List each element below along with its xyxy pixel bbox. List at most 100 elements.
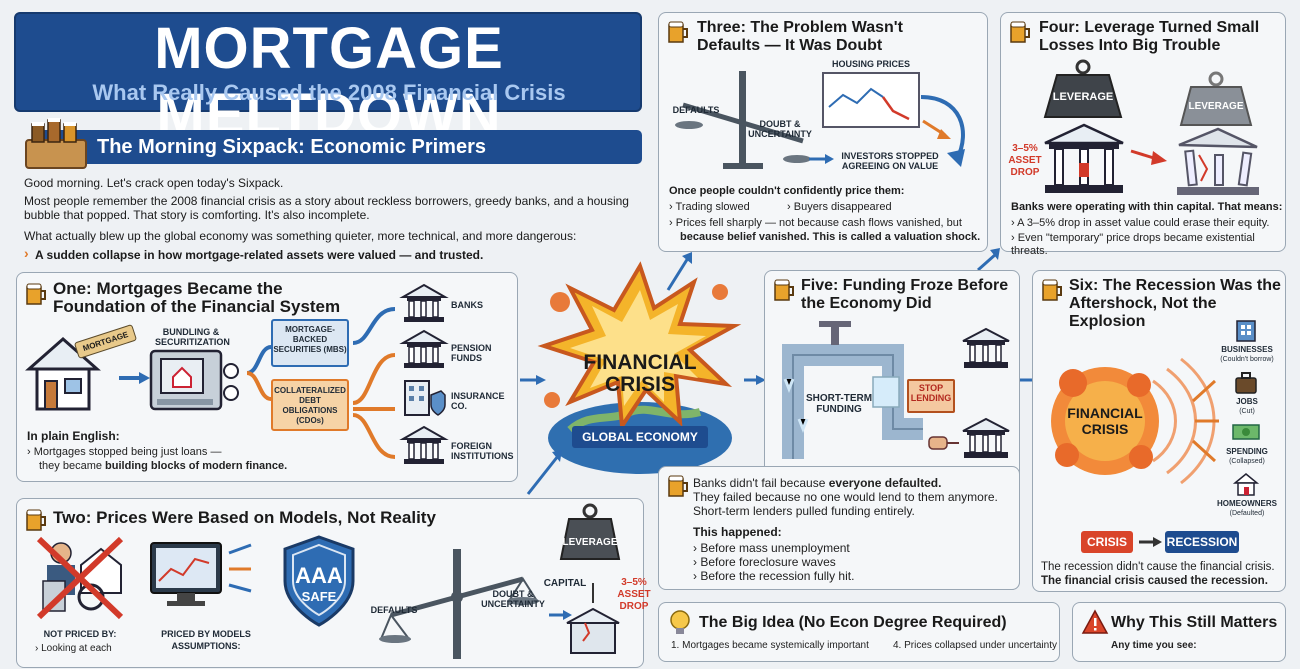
section-banner [40, 130, 642, 164]
five-p1-text: Banks didn't fail because [693, 476, 829, 490]
not-priced-item: › Looking at each [35, 643, 112, 654]
bank-building-icon [962, 327, 1010, 368]
inst-label-banks: BANKS [451, 300, 484, 310]
beer-mug-icon [1010, 21, 1030, 43]
six-item-sub-2: (Cut) [1239, 408, 1255, 415]
three-bullet-2: › Buyers disappeared [787, 201, 892, 213]
panel-one: One: Mortgages Became the Foundation of … [16, 272, 518, 482]
two-doubt-label: DOUBT & UNCERTAINTY [481, 589, 545, 609]
three-bullet-3: › Prices fell sharply — not because cash… [669, 217, 962, 229]
arrow-right-icon [809, 154, 834, 164]
six-item-label-4: HOMEOWNERS [1217, 499, 1277, 508]
three-bullet-1-text: Trading slowed [675, 201, 750, 213]
big-idea-title: The Big Idea (No Econ Degree Required) [699, 614, 1007, 631]
intro-line-1: Good morning. Let's crack open today's S… [24, 176, 284, 190]
plain-english-heading: In plain English: [27, 429, 120, 443]
bullet-one-b: they became building blocks of modern fi… [39, 460, 369, 473]
panel-six: Six: The Recession Was the Aftershock, N… [1032, 270, 1286, 592]
crossed-appraiser-icon [36, 536, 124, 620]
four-bullet-2: › Even "temporary" price drops became ex… [1011, 232, 1255, 257]
panel-four: Four: Leverage Turned Small Losses Into … [1000, 12, 1286, 257]
assumptions-label: ASSUMPTIONS: [171, 641, 241, 651]
short-term-funding-label: SHORT-TERM FUNDING [805, 393, 873, 415]
mbs-label: MORTGAGE-BACKED SECURITIES (MBS) [273, 325, 347, 354]
money-icon [1232, 424, 1260, 440]
six-item-sub-4: (Defaulted) [1229, 510, 1265, 517]
red-arrow-icon [1130, 149, 1167, 165]
pension-building-icon [399, 329, 449, 368]
why-matters-sub: Any time you see: [1111, 640, 1197, 651]
five-happened: This happened: [693, 525, 782, 539]
panel-two-title: Two: Prices Were Based on Models, Not Re… [53, 508, 436, 527]
beer-mug-icon [668, 475, 688, 497]
big-idea-item-4: 4. Prices collapsed under uncertainty [893, 640, 1057, 651]
briefcase-icon [1235, 372, 1257, 394]
beer-mug-icon [26, 283, 46, 305]
five-h1: › Before mass unemployment [693, 541, 850, 555]
five-h1-text: Before mass unemployment [700, 541, 850, 555]
securitization-machine-icon [149, 349, 239, 411]
connector-arrows [520, 248, 1046, 495]
intro-line-3: What actually blew up the global economy… [24, 229, 577, 243]
globe-banner [572, 426, 708, 448]
why-matters-title: Why This Still Matters [1111, 614, 1278, 631]
red-arrow-icon [922, 119, 951, 139]
inst-label-foreign: FOREIGN INSTITUTIONS [451, 441, 514, 461]
panel-one-title: One: Mortgages Became the Foundation of … [53, 279, 341, 316]
five-p1-bold: everyone defaulted. [828, 476, 942, 490]
sixpack-icon [25, 118, 87, 169]
explosion-icon [537, 261, 742, 474]
panel-five-text: Banks didn't fail because everyone defau… [658, 466, 1020, 590]
three-bullet-3-text: Prices fell sharply — not because cash f… [675, 217, 962, 229]
split-arrows-icon [246, 345, 272, 401]
cdo-box [271, 379, 349, 431]
intro-arrow-icon: › [24, 245, 29, 261]
three-bullet-3-bold: because belief vanished. This is called … [680, 231, 981, 243]
aaa-label: AAA [295, 563, 343, 588]
home-icon [1232, 473, 1260, 496]
five-p3: Short-term lenders pulled funding entire… [693, 504, 915, 518]
frozen-pipe-icon [782, 321, 923, 459]
three-lead: Once people couldn't confidently price t… [669, 185, 905, 197]
three-doubt-label: DOUBT & UNCERTAINTY [748, 119, 812, 139]
aftershock-explosion-icon [1051, 357, 1219, 485]
distribution-arrows-icon [352, 307, 396, 459]
arrow-right-icon [119, 372, 150, 384]
cdo-label: COLLATERALIZED DEBT OBLIGATIONS (CDOs) [274, 386, 346, 425]
six-item-sub-3: (Collapsed) [1229, 458, 1265, 465]
panel-three-title: Three: The Problem Wasn't Defaults — It … [697, 19, 903, 54]
intro-line-2: Most people remember the 2008 financial … [24, 194, 629, 222]
priced-models-label: PRICED BY MODELS [161, 629, 251, 639]
four-leverage-gray-label: LEVERAGE [1188, 101, 1244, 112]
cracking-bank-icon [566, 583, 620, 654]
housing-prices-label: HOUSING PRICES [831, 59, 910, 69]
four-bullet-2-text: Even "temporary" price drops became exis… [1011, 232, 1255, 257]
five-h3-text: Before the recession fully hit. [700, 569, 855, 583]
arrow-right-icon [1139, 537, 1162, 547]
three-scale-icon [675, 71, 811, 169]
two-capital-label: CAPITAL [543, 578, 587, 589]
center-crisis-label: FINANCIAL CRISIS [583, 351, 697, 396]
warning-pin-icon [1081, 609, 1109, 634]
bullet-one-a: › Mortgages stopped being just loans — [27, 446, 222, 458]
panel-three: Three: The Problem Wasn't Defaults — It … [658, 12, 988, 252]
beer-mug-icon [26, 509, 46, 531]
bank-building-icon [962, 417, 1010, 458]
panel-big-idea: The Big Idea (No Econ Degree Required) 1… [658, 602, 1060, 662]
aaa-shield-icon [283, 535, 355, 627]
not-priced-item-text: Looking at each [41, 643, 112, 654]
collapsing-bank-icon [1177, 127, 1259, 195]
six-item-sub-1: (Couldn't borrow) [1220, 356, 1274, 363]
title-banner [14, 12, 642, 112]
five-p1: Banks didn't fail because everyone defau… [693, 477, 1013, 490]
bank-building-icon [399, 283, 449, 322]
panel-five-title: Five: Funding Froze Before the Economy D… [801, 277, 1009, 312]
five-p2: They failed because no one would lend to… [693, 490, 998, 504]
panel-two: Two: Prices Were Based on Models, Not Re… [16, 498, 651, 668]
six-caption-1: The recession didn't cause the financial… [1041, 561, 1275, 573]
section-banner-title: The Morning Sixpack: Economic Primers [97, 136, 486, 158]
big-idea-item-1: 1. Mortgages became systemically importa… [671, 640, 869, 651]
mbs-box [271, 319, 349, 367]
four-bullet-1-text: A 3–5% drop in asset value could erase t… [1017, 217, 1270, 229]
investors-stopped-label: INVESTORS STOPPED AGREEING ON VALUE [841, 151, 939, 171]
